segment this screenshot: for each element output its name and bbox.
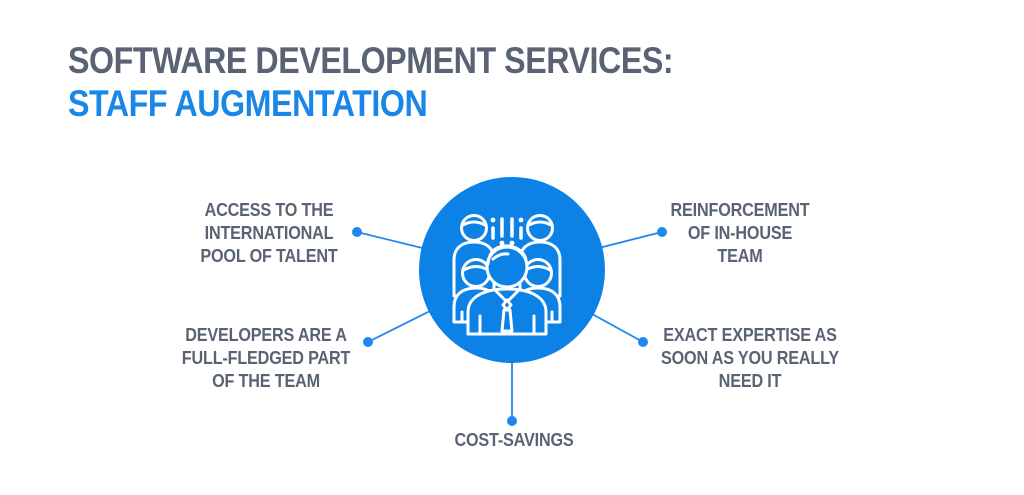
person-front xyxy=(466,244,548,336)
page-title-line-2: STAFF AUGMENTATION xyxy=(68,83,428,124)
exclamation-marks-icon xyxy=(490,217,524,246)
node-label-developers: DEVELOPERS ARE A FULL-FLEDGED PART OF TH… xyxy=(181,325,351,391)
connector-dot-talent xyxy=(352,227,362,237)
connector-dot-developers xyxy=(363,337,373,347)
connector-dot-expertise xyxy=(638,337,648,347)
team-icon xyxy=(452,214,562,336)
connector-dot-cost xyxy=(507,416,517,426)
node-label-talent: ACCESS TO THE INTERNATIONAL POOL OF TALE… xyxy=(200,200,338,266)
node-label-expertise: EXACT EXPERTISE AS SOON AS YOU REALLY NE… xyxy=(660,325,840,391)
node-label-cost: COST-SAVINGS xyxy=(454,430,574,450)
node-label-reinforcement: REINFORCEMENT OF IN-HOUSE TEAM xyxy=(670,200,810,266)
page-title-line-1: SOFTWARE DEVELOPMENT SERVICES: xyxy=(68,40,674,81)
connector-dot-reinforcement xyxy=(657,227,667,237)
